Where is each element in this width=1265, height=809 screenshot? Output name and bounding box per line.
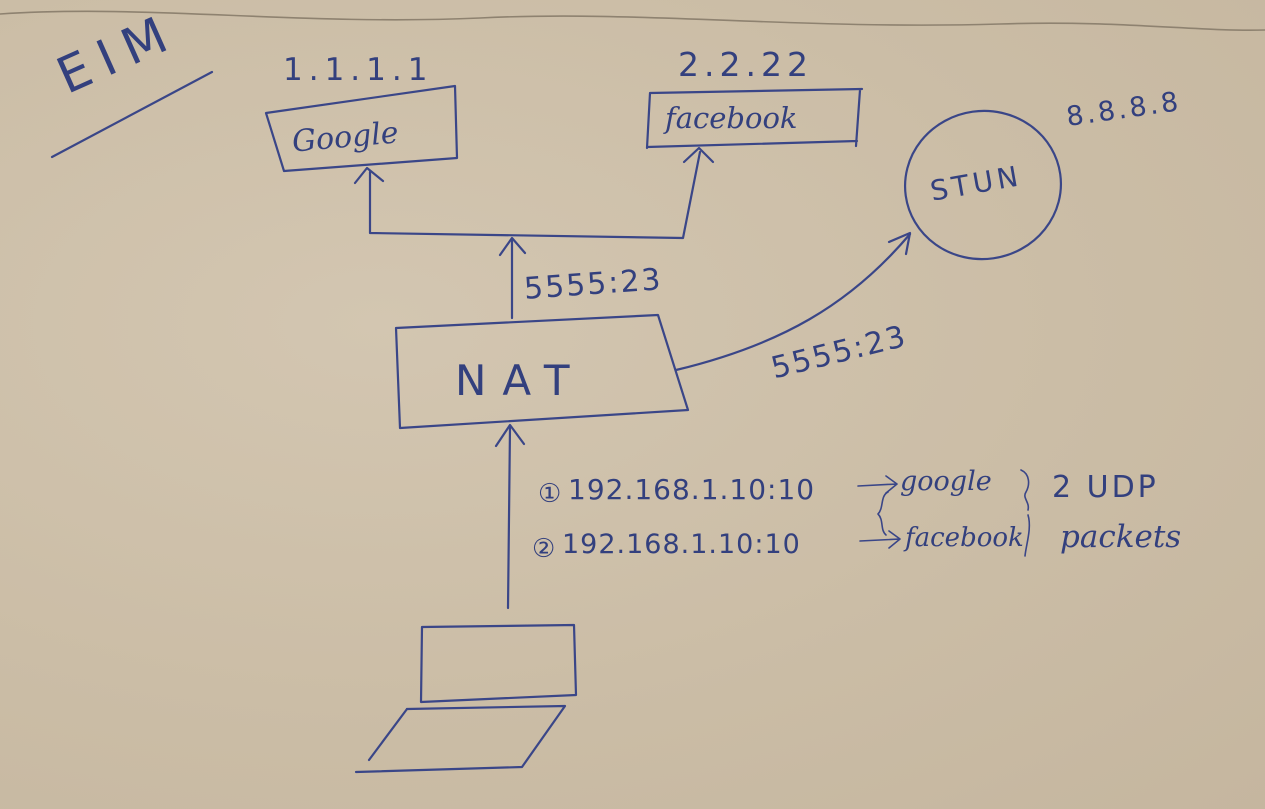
nat-up-arrowhead	[498, 236, 527, 257]
stun-arrowhead	[887, 231, 912, 256]
packet-2-source: 192.168.1.10:10	[562, 529, 801, 560]
packet1-arrow	[857, 475, 898, 494]
packet-1-dest: google	[900, 466, 992, 497]
title-underline	[50, 70, 214, 159]
laptop-keyboard-edge	[367, 707, 409, 762]
stun-circle	[903, 109, 1063, 261]
nat-stun-curve	[674, 232, 912, 372]
facebook-ip: 2.2.22	[678, 45, 813, 84]
facebook-box	[645, 87, 864, 150]
packet-2-number: ②	[532, 534, 556, 564]
split-connector	[368, 150, 702, 240]
brace-right-bottom	[1024, 514, 1031, 557]
google-box	[264, 84, 459, 173]
laptop-keyboard	[354, 704, 567, 774]
nat-box	[394, 313, 690, 430]
brace-right-top	[1020, 469, 1030, 511]
paper-edge	[0, 10, 1265, 32]
packet-1-number: ①	[538, 479, 562, 509]
google-arrowhead	[353, 166, 385, 185]
facebook-arrowhead	[682, 146, 715, 164]
google-label: Google	[290, 115, 400, 160]
packet-2-dest: facebook	[905, 523, 1024, 553]
laptop-up-arrowhead	[494, 423, 526, 448]
packet2-arrow	[859, 530, 901, 549]
packets-note-count: 2 UDP	[1052, 470, 1159, 505]
facebook-label: facebook	[665, 101, 798, 135]
packet-1-source: 192.168.1.10:10	[568, 473, 816, 506]
google-ip: 1.1.1.1	[283, 52, 434, 88]
packets-note-type: packets	[1060, 519, 1182, 555]
brace-left	[877, 491, 889, 536]
laptop-up-line	[506, 425, 512, 610]
nat-label: NAT	[455, 356, 586, 405]
laptop-screen	[419, 623, 578, 704]
